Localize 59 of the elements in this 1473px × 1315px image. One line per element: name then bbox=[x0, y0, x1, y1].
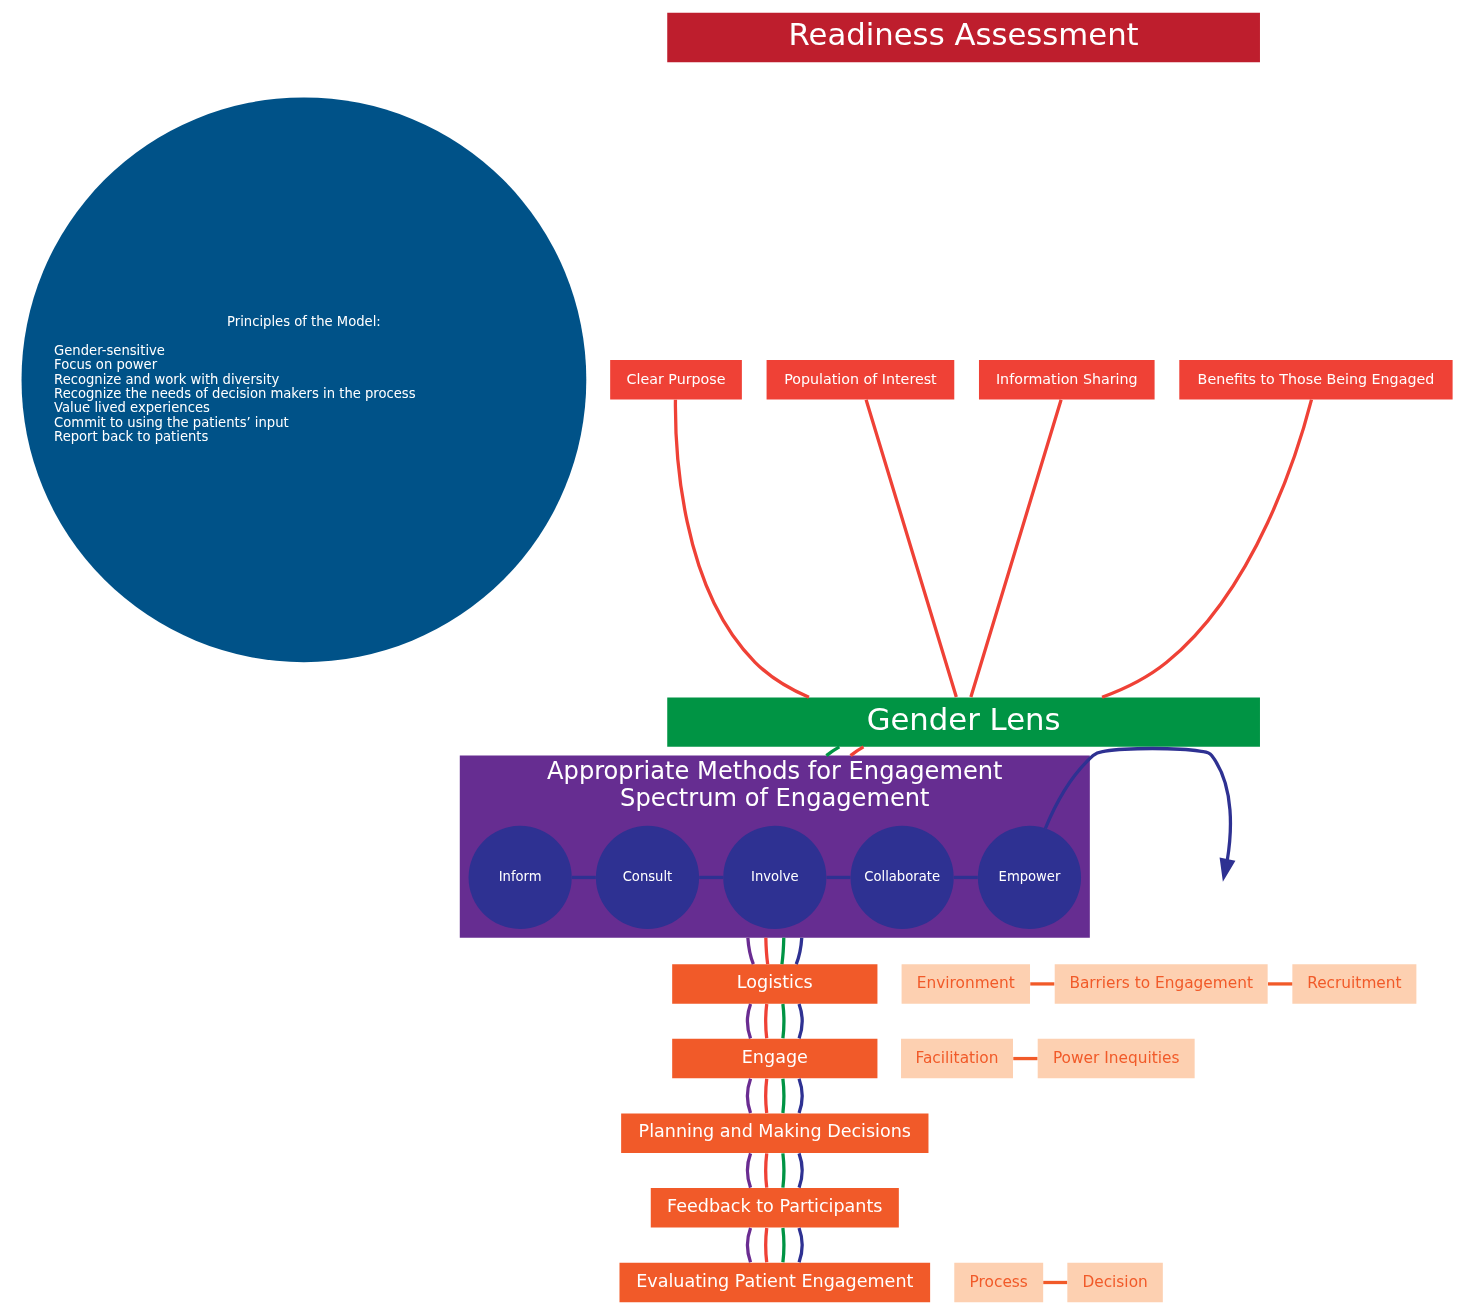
node-circle: Involve bbox=[722, 825, 826, 930]
connector bbox=[763, 1153, 768, 1188]
node-circle: Principles of the Model: Gender-sensitive Focus on power Recognize and work with diversity Recognize the needs of decision makers in the process Value lived experiences Commit to using the patients’ input Report back to patients bbox=[21, 97, 586, 663]
node-box: Information Sharing bbox=[978, 360, 1155, 400]
connector bbox=[780, 1227, 785, 1263]
node-box: Barriers to Engagement bbox=[1054, 964, 1268, 1004]
connector bbox=[864, 399, 958, 698]
connector bbox=[796, 1227, 804, 1263]
node-circle: Empower bbox=[977, 825, 1081, 930]
connector bbox=[849, 745, 864, 757]
connector bbox=[826, 875, 850, 880]
connector bbox=[780, 1003, 785, 1039]
connector bbox=[1267, 982, 1292, 986]
connector bbox=[745, 1152, 752, 1189]
node-box: Evaluating Patient Engagement bbox=[619, 1262, 930, 1303]
connector bbox=[745, 1227, 752, 1263]
connector bbox=[953, 875, 978, 880]
node-box: Environment bbox=[901, 964, 1030, 1004]
connector bbox=[745, 937, 755, 965]
connector bbox=[779, 937, 785, 965]
node-circle: Collaborate bbox=[850, 825, 954, 930]
node-box: Gender Lens bbox=[666, 697, 1260, 747]
node-box: Benefits to Those Being Engaged bbox=[1178, 360, 1453, 400]
connector bbox=[673, 399, 810, 699]
connector bbox=[780, 1153, 785, 1188]
connector bbox=[1101, 399, 1313, 699]
connector bbox=[968, 399, 1063, 698]
connector bbox=[1042, 1280, 1067, 1285]
connector bbox=[794, 937, 803, 965]
node-box: Recruitment bbox=[1291, 964, 1416, 1004]
connector bbox=[763, 1078, 768, 1114]
node-box: Engage bbox=[671, 1038, 877, 1079]
connector bbox=[824, 745, 840, 757]
connector bbox=[780, 1078, 785, 1114]
node-box: Process bbox=[953, 1262, 1043, 1303]
node-box: Clear Purpose bbox=[609, 360, 742, 400]
connector bbox=[698, 875, 723, 880]
connector bbox=[763, 1003, 768, 1039]
node-box: Power Inequities bbox=[1037, 1038, 1195, 1079]
connector bbox=[571, 875, 596, 880]
node-box: Logistics bbox=[671, 964, 877, 1004]
connector bbox=[745, 1003, 752, 1039]
connector bbox=[763, 1227, 768, 1263]
node-box: Readiness Assessment bbox=[666, 12, 1260, 63]
connector bbox=[796, 1078, 804, 1114]
node-circle: Inform bbox=[468, 825, 572, 930]
node-box: Population of Interest bbox=[766, 360, 954, 400]
connector bbox=[745, 1078, 752, 1114]
connector bbox=[1029, 982, 1054, 986]
arrow bbox=[1043, 746, 1235, 882]
node-box: Planning and Making Decisions bbox=[620, 1113, 928, 1153]
node-circle: Consult bbox=[595, 825, 699, 930]
connector bbox=[796, 1152, 804, 1189]
node-box: Facilitation bbox=[900, 1038, 1013, 1079]
connector bbox=[1012, 1056, 1037, 1061]
node-box: Feedback to Participants bbox=[650, 1188, 899, 1228]
connector bbox=[763, 937, 769, 965]
node-box: Decision bbox=[1066, 1262, 1163, 1303]
connector bbox=[796, 1003, 804, 1039]
